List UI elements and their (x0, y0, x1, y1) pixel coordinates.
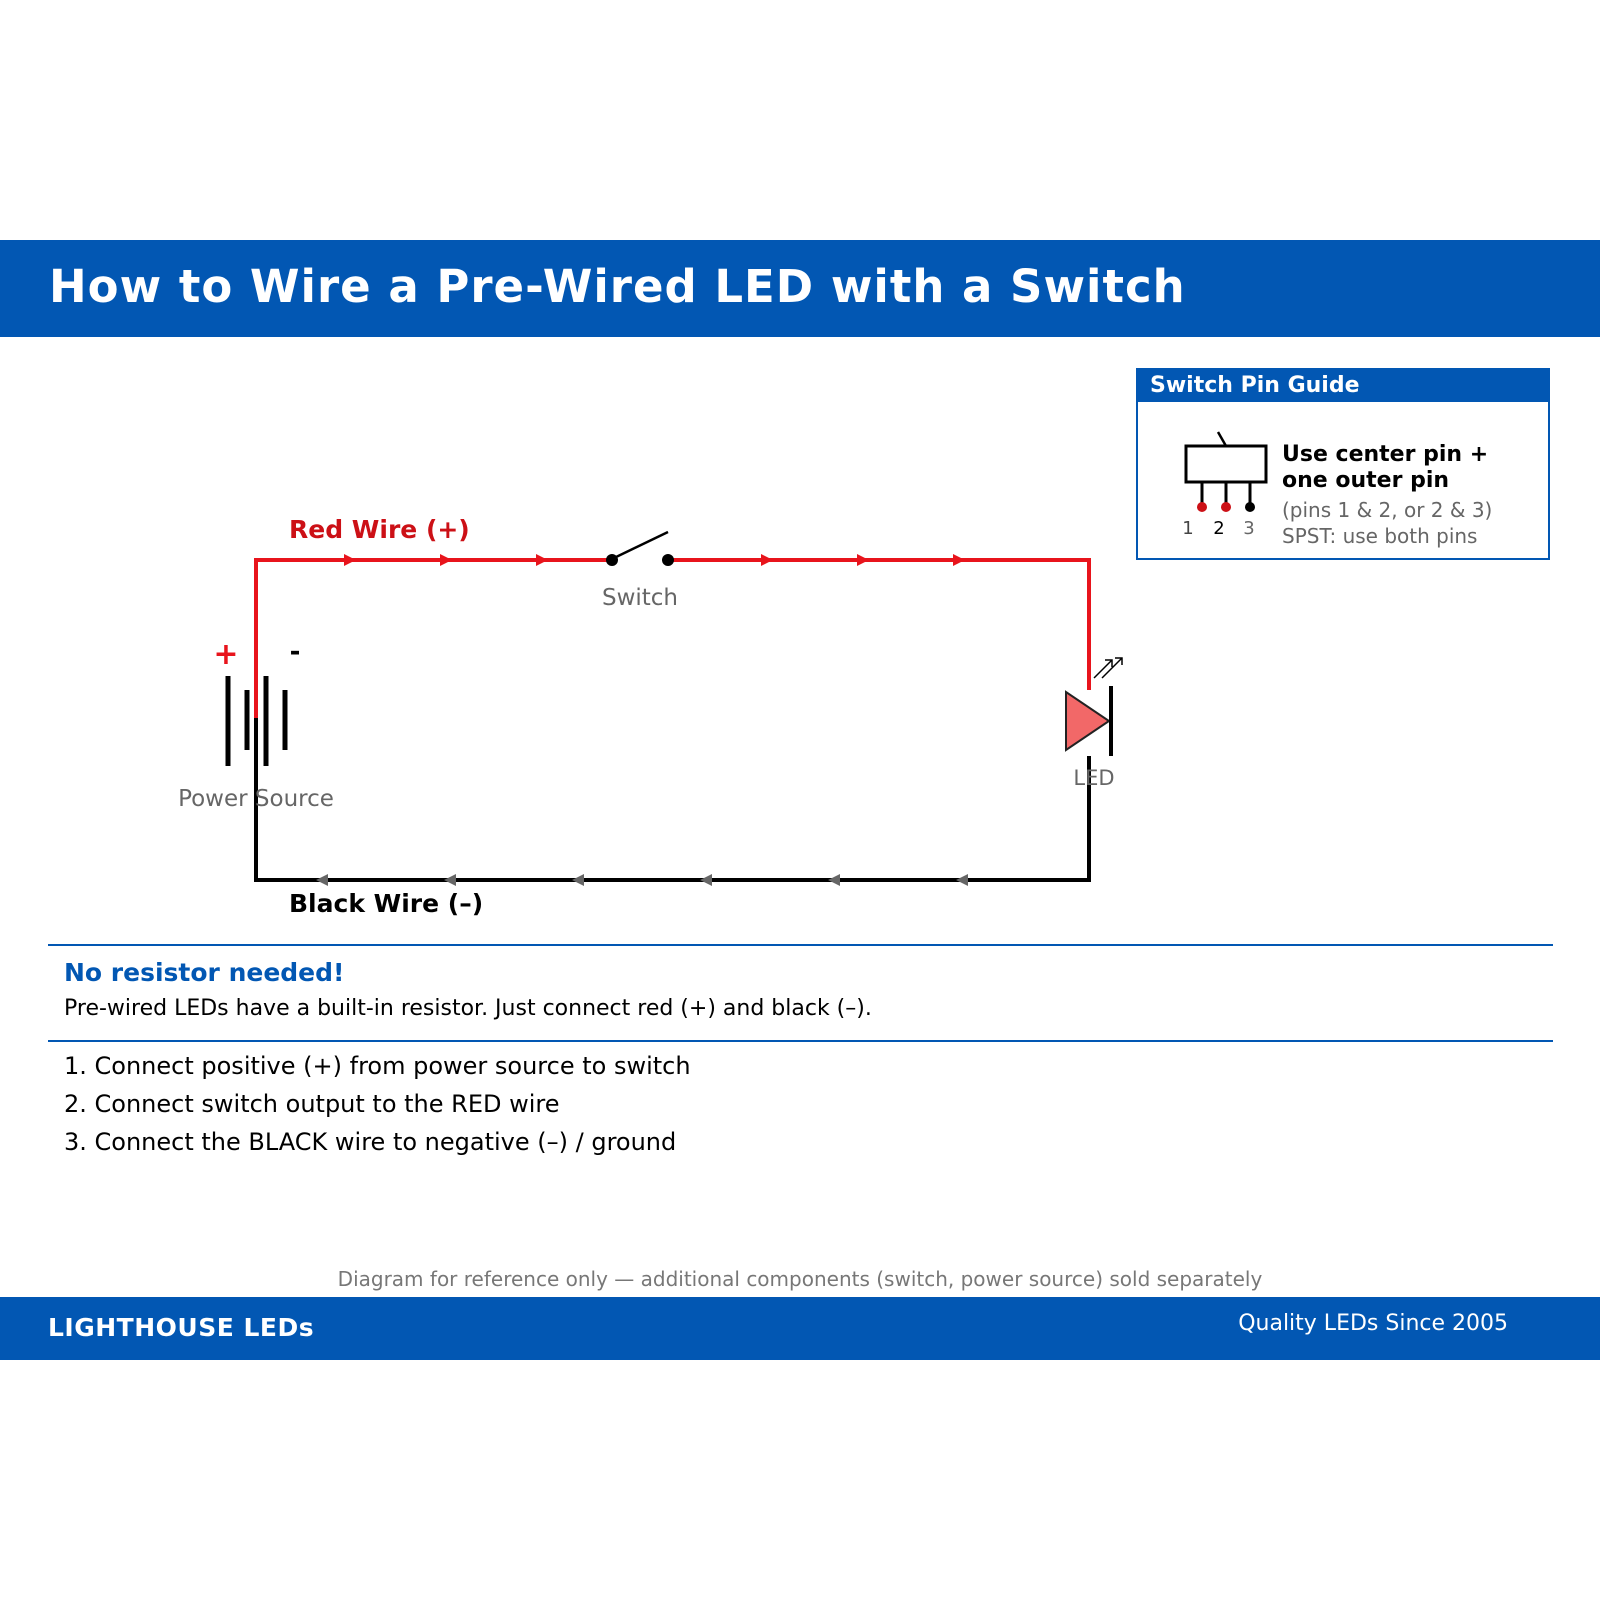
plus-sign: + (213, 637, 238, 672)
black-wire-arrows (316, 874, 968, 886)
step-item: 3. Connect the BLACK wire to negative (–… (64, 1128, 677, 1156)
pin-number: 1 (1182, 518, 1193, 539)
flow-arrow (953, 554, 965, 566)
flow-arrow (956, 874, 968, 886)
flow-arrow (828, 874, 840, 886)
flow-arrow (444, 874, 456, 886)
red-wire (254, 558, 1091, 718)
flow-arrow (440, 554, 452, 566)
switch-symbol (606, 530, 674, 566)
power-source-label: Power Source (178, 786, 334, 812)
tagline: Quality LEDs Since 2005 (1238, 1311, 1508, 1336)
footer-bar: LIGHTHOUSE LEDs Quality LEDs Since 2005 (0, 1297, 1600, 1360)
switch-pins-icon: 1 2 3 (1182, 431, 1268, 539)
note-text: Pre-wired LEDs have a built-in resistor.… (64, 996, 872, 1021)
step-item: 2. Connect switch output to the RED wire (64, 1090, 560, 1118)
switch-pin-guide: Switch Pin Guide 1 2 3 Use center pin + … (1136, 368, 1550, 560)
minus-sign: - (290, 637, 301, 667)
flow-arrow (857, 554, 869, 566)
switch-label: Switch (602, 585, 678, 611)
pin-number: 2 (1213, 518, 1224, 539)
page-title: How to Wire a Pre-Wired LED with a Switc… (49, 260, 1186, 313)
red-wire-arrows (344, 554, 965, 566)
led-label: LED (1073, 766, 1114, 790)
brand-name: LIGHTHOUSE LEDs (48, 1313, 315, 1342)
flow-arrow (700, 874, 712, 886)
red-wire-label: Red Wire (+) (289, 515, 470, 544)
disclaimer: Diagram for reference only — additional … (337, 1267, 1263, 1291)
divider (48, 1040, 1553, 1042)
flow-arrow (572, 874, 584, 886)
pin-guide-note1: (pins 1 & 2, or 2 & 3) (1282, 498, 1493, 522)
flow-arrow (344, 554, 356, 566)
black-wire (254, 700, 1091, 882)
pin-guide-line2: one outer pin (1282, 468, 1450, 493)
pin-number: 3 (1243, 518, 1254, 539)
step-item: 1. Connect positive (+) from power sourc… (64, 1052, 691, 1080)
pin-guide-line1: Use center pin + (1282, 442, 1489, 467)
pin-guide-instruction: Use center pin + one outer pin (1282, 442, 1488, 494)
divider (48, 944, 1553, 946)
led-symbol (1065, 686, 1113, 756)
flow-arrow (316, 874, 328, 886)
flow-arrow (761, 554, 773, 566)
black-wire-label: Black Wire (–) (289, 889, 483, 918)
pin-guide-title: Switch Pin Guide (1138, 370, 1548, 402)
power-source-symbol (225, 676, 288, 766)
note-title: No resistor needed! (64, 958, 345, 987)
steps-list: 1. Connect positive (+) from power sourc… (64, 1047, 691, 1161)
title-bar: How to Wire a Pre-Wired LED with a Switc… (0, 240, 1600, 337)
flow-arrow (536, 554, 548, 566)
pin-guide-note2: SPST: use both pins (1282, 524, 1478, 548)
light-emission-icon (1093, 657, 1123, 679)
